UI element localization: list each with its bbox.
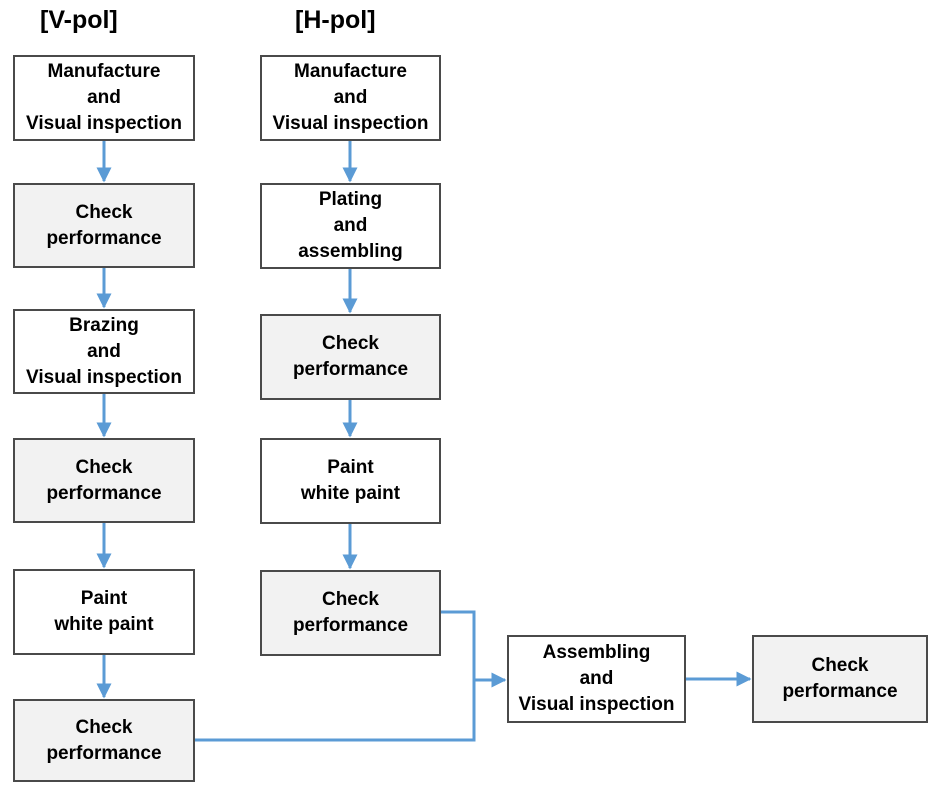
hpol-plating-box: Plating and assembling	[260, 183, 441, 269]
vpol-check-performance-box-1: Check performance	[13, 183, 195, 268]
hpol-manufacture-box: Manufacture and Visual inspection	[260, 55, 441, 141]
vpol-check-performance-box-2: Check performance	[13, 438, 195, 523]
hpol-check-performance-box-1: Check performance	[260, 314, 441, 400]
arrow-vpol-merge	[195, 680, 476, 742]
hpol-paint-box: Paint white paint	[260, 438, 441, 524]
hpol-check-performance-box-2: Check performance	[260, 570, 441, 656]
assembling-box: Assembling and Visual inspection	[507, 635, 686, 723]
vpol-check-performance-box-3: Check performance	[13, 699, 195, 782]
vpol-brazing-box: Brazing and Visual inspection	[13, 309, 195, 394]
vpol-header: [V-pol]	[40, 6, 118, 34]
vpol-manufacture-box: Manufacture and Visual inspection	[13, 55, 195, 141]
vpol-paint-box: Paint white paint	[13, 569, 195, 655]
final-check-performance-box: Check performance	[752, 635, 928, 723]
hpol-header: [H-pol]	[295, 6, 376, 34]
arrow-hpol-merge	[441, 610, 507, 688]
